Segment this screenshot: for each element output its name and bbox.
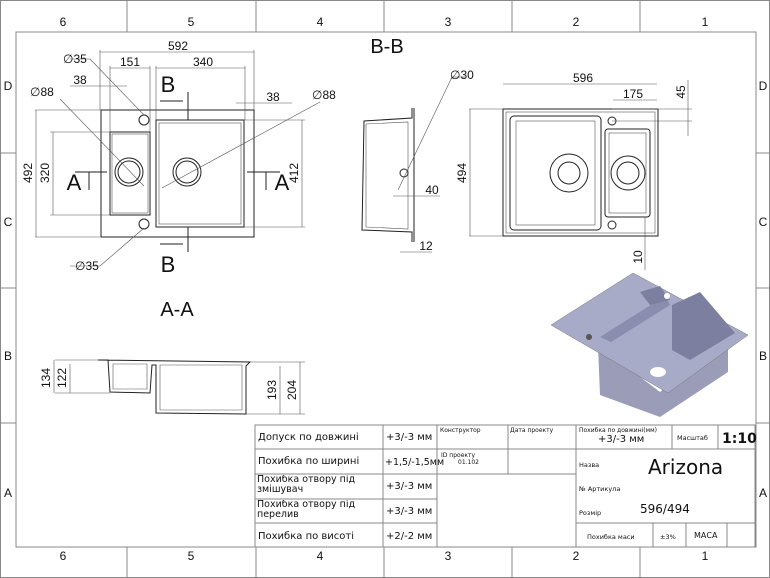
dimension-label: ∅88 [312, 88, 336, 102]
product-size: 596/494 [640, 502, 690, 516]
dimension-label: A [67, 170, 82, 195]
tolerance-row: Похибка по ширині +1,5/-1,5мм [258, 455, 444, 468]
top-view-right [469, 80, 692, 270]
tolerance-row: Похибка отвору під перелив +3/-3 мм [257, 500, 432, 520]
dimension-label: Назва [579, 461, 599, 469]
section-bb-view [361, 76, 465, 253]
row-label: D [4, 79, 13, 93]
top-view-left [35, 50, 321, 267]
dimension-label: 193 [265, 380, 279, 400]
dimension-label: МАСА [694, 531, 718, 540]
dimension-label: 134 [39, 368, 53, 388]
col-label: 5 [188, 15, 195, 29]
dimension-label: 412 [287, 163, 301, 183]
dimension-label: +3/-3 мм [598, 434, 644, 445]
section-aa-title: A-A [160, 299, 194, 321]
product-name: Arizona [648, 455, 723, 479]
dimension-label: A [275, 170, 290, 195]
dimension-label: B [161, 72, 176, 97]
dimension-label: 175 [623, 87, 643, 101]
col-label: 1 [702, 15, 709, 29]
row-label: A [759, 486, 767, 500]
row-label: A [4, 486, 12, 500]
dimension-label: Масштаб [677, 434, 708, 442]
section-aa-view [53, 359, 305, 415]
dimension-label: 204 [285, 380, 299, 400]
dimension-label: 494 [455, 163, 469, 183]
col-label: 2 [573, 15, 580, 29]
tolerance-row: Похибка по висоті +2/-2 мм [258, 530, 432, 542]
row-label: C [4, 215, 13, 229]
title-block-fields: Конструктор Дата проекту ID проекту 01.1… [440, 427, 757, 541]
dimension-label: 596 [573, 71, 593, 85]
top-view-left-dims: 592 151 340 38 38 ∅35 ∅35 ∅88 ∅88 492 32… [21, 39, 336, 277]
dimension-label: 38 [73, 73, 87, 87]
dimension-label: Похибка по висоті [258, 530, 354, 542]
dimension-label: 10 [631, 250, 645, 264]
dimension-label: 38 [266, 90, 280, 104]
col-label: 2 [573, 549, 580, 563]
row-label: C [759, 215, 768, 229]
row-label: D [759, 79, 768, 93]
dimension-label: +3/-3 мм [386, 481, 432, 492]
dimension-label: ∅88 [30, 85, 54, 99]
col-label: 6 [60, 15, 67, 29]
col-label: 6 [60, 549, 67, 563]
col-label: 3 [445, 549, 452, 563]
dimension-label: Похибка по ширині [258, 455, 359, 467]
dimension-label: 40 [425, 183, 439, 197]
dimension-label: +3/-3 мм [386, 432, 432, 443]
sink-3d-render [550, 272, 749, 417]
dimension-label: ID проекту [441, 452, 476, 459]
col-label: 3 [445, 15, 452, 29]
dimension-label: Допуск по довжині [258, 431, 359, 443]
dimension-label: № Артикула [578, 485, 620, 493]
grid-labels: 6 5 4 3 2 1 6 5 4 3 2 1 D C B A D C B A [4, 15, 768, 563]
dimension-label: Розмір [579, 509, 601, 517]
col-label: 5 [188, 549, 195, 563]
dimension-label: Похибка маси [587, 533, 635, 541]
scale-value: 1:10 [722, 431, 757, 447]
dimension-label: 122 [55, 368, 69, 388]
section-bb-labels: B-B ∅30 40 12 [370, 36, 474, 253]
tolerance-row: Допуск по довжині +3/-3 мм [258, 431, 432, 443]
dimension-label: +1,5/-1,5мм [385, 457, 444, 468]
col-label: 4 [317, 549, 324, 563]
dimension-label: ∅35 [75, 259, 99, 273]
section-aa-labels: A-A 134 122 193 204 [39, 299, 299, 400]
dimension-label: 151 [120, 55, 140, 69]
dimension-label: ∅30 [450, 68, 474, 82]
dimension-label: 592 [168, 39, 188, 53]
dimension-label: Конструктор [440, 427, 481, 434]
dimension-label: 320 [38, 163, 52, 183]
dimension-label: 45 [674, 85, 688, 99]
top-view-right-dims: 596 175 45 494 10 [455, 71, 688, 264]
tolerance-table: Допуск по довжині +3/-3 мм Похибка по ши… [257, 431, 444, 542]
dimension-label: Дата проекту [510, 427, 554, 434]
dimension-label: ±3% [660, 533, 676, 541]
row-label: B [759, 349, 767, 363]
dimension-label: 12 [419, 239, 433, 253]
dimension-label: 01.102 [458, 459, 479, 466]
dimension-label: +3/-3 мм [386, 506, 432, 517]
tolerance-row: Похибка отвору під змішувач +3/-3 мм [257, 475, 432, 495]
dimension-label: 492 [21, 163, 35, 183]
dimension-label: ∅35 [63, 52, 87, 66]
row-label: B [4, 349, 12, 363]
dimension-label: +2/-2 мм [386, 531, 432, 542]
section-bb-title: B-B [370, 36, 403, 58]
col-label: 1 [702, 549, 709, 563]
dimension-label: Похибка по довжині(мм) [579, 427, 657, 434]
col-label: 4 [317, 15, 324, 29]
title-block [254, 424, 756, 548]
dimension-label: 340 [193, 55, 213, 69]
dimension-label: B [161, 252, 176, 277]
